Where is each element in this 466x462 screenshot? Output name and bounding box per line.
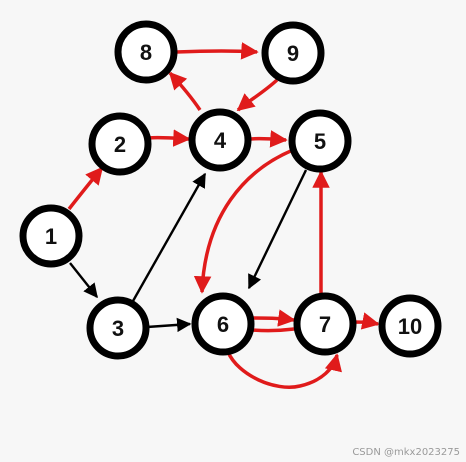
node-6: 6 bbox=[191, 292, 255, 356]
node-4: 4 bbox=[188, 108, 252, 172]
edge-9-4 bbox=[236, 78, 279, 112]
node-8: 8 bbox=[114, 20, 178, 84]
edge-2-4 bbox=[147, 129, 191, 147]
node-3: 3 bbox=[86, 296, 150, 360]
edge-4-5 bbox=[249, 130, 288, 148]
edge-6-7-lower bbox=[251, 327, 295, 333]
node-5-label: 5 bbox=[314, 129, 326, 154]
edge-4-8 bbox=[168, 71, 202, 111]
edge-5-6-red bbox=[193, 148, 294, 294]
edge-1-3 bbox=[69, 262, 98, 299]
edge-1-2 bbox=[67, 166, 104, 211]
node-10: 10 bbox=[378, 294, 442, 358]
edge-3-4 bbox=[131, 172, 207, 302]
edge-6-7-upper bbox=[251, 309, 296, 327]
node-7-label: 7 bbox=[319, 312, 331, 337]
node-6-label: 6 bbox=[217, 312, 229, 337]
node-4-label: 4 bbox=[214, 128, 227, 153]
node-9: 9 bbox=[261, 21, 325, 85]
node-2-label: 2 bbox=[114, 132, 126, 157]
node-5: 5 bbox=[288, 109, 352, 173]
node-8-label: 8 bbox=[140, 40, 152, 65]
node-7: 7 bbox=[293, 292, 357, 356]
node-1-label: 1 bbox=[45, 224, 57, 249]
edge-5-6-black bbox=[247, 169, 308, 290]
watermark-text: CSDN @mkx2023275 bbox=[352, 447, 460, 458]
edge-3-6 bbox=[146, 317, 192, 333]
edge-6-7-arc bbox=[226, 351, 342, 389]
edge-8-9 bbox=[175, 42, 259, 60]
node-10-label: 10 bbox=[398, 314, 422, 339]
node-1: 1 bbox=[19, 204, 83, 268]
node-9-label: 9 bbox=[287, 41, 299, 66]
node-3-label: 3 bbox=[112, 316, 124, 341]
node-2: 2 bbox=[88, 112, 152, 176]
